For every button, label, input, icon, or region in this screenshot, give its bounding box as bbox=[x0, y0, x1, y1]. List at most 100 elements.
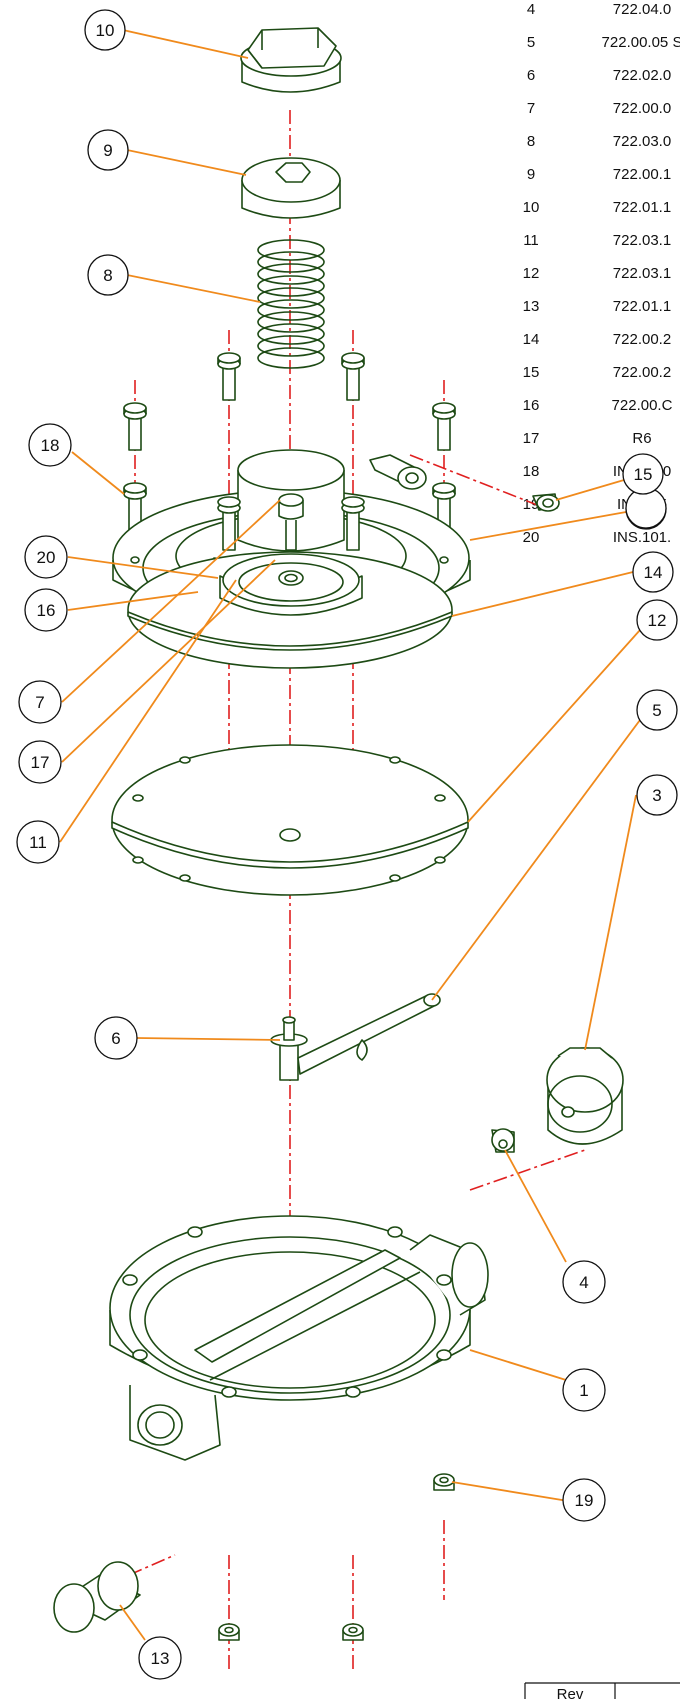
leader-10 bbox=[122, 29, 249, 59]
callout-15-label: 15 bbox=[634, 465, 653, 484]
callout-13: 13 bbox=[138, 1636, 182, 1680]
parts-list-item-number: 7 bbox=[527, 100, 535, 117]
leader-lines bbox=[59, 29, 641, 1641]
plug-axis-right bbox=[469, 1149, 586, 1191]
parts-list-row: 10 722.01.1 bbox=[523, 199, 672, 216]
part-3-regulator-plug bbox=[546, 1047, 624, 1145]
parts-list-row: 17 R6 bbox=[523, 430, 652, 447]
callout-14-label: 14 bbox=[644, 563, 663, 582]
parts-list-item-number: 18 bbox=[523, 463, 540, 480]
parts-list-part-number: 722.00.05 S bbox=[602, 34, 680, 51]
parts-list-part-number: 722.00.2 bbox=[613, 364, 671, 381]
part-10-hex-cap bbox=[240, 27, 342, 93]
callout-19: 19 bbox=[562, 1478, 606, 1522]
callout-5-label: 5 bbox=[652, 701, 661, 720]
parts-list-part-number: 722.01.1 bbox=[613, 199, 671, 216]
parts-list-part-number: 722.00.C bbox=[612, 397, 673, 414]
part-5-lever-arm bbox=[297, 993, 441, 1075]
callout-16-label: 16 bbox=[37, 601, 56, 620]
parts-list-item-number: 6 bbox=[527, 67, 535, 84]
leader-4 bbox=[504, 1149, 567, 1263]
leader-8 bbox=[126, 274, 261, 303]
part-9-adjuster-nut bbox=[241, 157, 341, 219]
callout-balloons: 10 9 8 18 20 16 7 17 11 2 6 14 12 5 3 4 … bbox=[16, 9, 678, 1680]
bolt-left-outer-upper bbox=[123, 402, 147, 451]
part-7-screw bbox=[278, 493, 304, 551]
parts-list-item-number: 5 bbox=[527, 34, 535, 51]
parts-list-item-number: 10 bbox=[523, 199, 540, 216]
bolt-right-outer-upper bbox=[432, 402, 456, 451]
callout-19-label: 19 bbox=[575, 1491, 594, 1510]
callout-15-balloon: 15 bbox=[622, 453, 664, 495]
parts-list-item-number: 8 bbox=[527, 133, 535, 150]
leader-17 bbox=[61, 559, 276, 763]
leader-14 bbox=[451, 571, 634, 617]
callout-8: 8 bbox=[87, 254, 129, 296]
parts-list-item-number: 20 bbox=[523, 529, 540, 546]
parts-list-row: 5 722.00.05 S bbox=[527, 34, 680, 51]
parts-list-part-number: 722.01.1 bbox=[613, 298, 671, 315]
callout-5: 5 bbox=[636, 689, 678, 731]
parts-list-part-number: 722.04.0 bbox=[613, 1, 671, 18]
parts-list-part-number: 722.03.1 bbox=[613, 232, 671, 249]
part-8-spring bbox=[257, 239, 325, 369]
callout-18-label: 18 bbox=[41, 436, 60, 455]
parts-list-item-number: 16 bbox=[523, 397, 540, 414]
part-19-nuts bbox=[218, 1473, 455, 1641]
part-15-port-plug bbox=[532, 493, 560, 512]
callout-13-label: 13 bbox=[151, 1649, 170, 1668]
callout-3: 3 bbox=[636, 774, 678, 816]
parts-list-row: 20 INS.101. bbox=[523, 529, 672, 546]
callout-18: 18 bbox=[28, 423, 72, 467]
part-1-valve-body bbox=[109, 1215, 489, 1461]
parts-list-item-number: 12 bbox=[523, 265, 540, 282]
leader-12 bbox=[467, 629, 641, 823]
parts-list-part-number: 722.02.0 bbox=[613, 67, 671, 84]
leader-1 bbox=[469, 1349, 567, 1381]
callout-10: 10 bbox=[84, 9, 126, 51]
callout-8-label: 8 bbox=[103, 266, 112, 285]
bolt-right-inner-upper bbox=[341, 352, 365, 401]
part-12-diaphragm bbox=[111, 744, 469, 896]
leader-5 bbox=[431, 719, 641, 1001]
callout-14: 14 bbox=[632, 551, 674, 593]
callout-4-label: 4 bbox=[579, 1273, 588, 1292]
callout-11-label: 11 bbox=[29, 833, 47, 852]
leader-2 bbox=[469, 511, 627, 541]
callout-3-label: 3 bbox=[652, 786, 661, 805]
callout-7: 7 bbox=[18, 680, 62, 724]
leader-18 bbox=[71, 451, 125, 495]
parts-list-part-number: 722.03.0 bbox=[613, 133, 671, 150]
leader-13 bbox=[119, 1604, 146, 1641]
parts-list-item-number: 14 bbox=[523, 331, 540, 348]
parts-list-part-number: 722.00.1 bbox=[613, 166, 671, 183]
leader-9 bbox=[126, 149, 247, 176]
leader-3 bbox=[584, 794, 637, 1051]
leader-19 bbox=[451, 1481, 569, 1502]
callout-1: 1 bbox=[562, 1368, 606, 1412]
parts-list-part-number: R6 bbox=[632, 430, 651, 447]
callout-16: 16 bbox=[24, 588, 68, 632]
callout-20: 20 bbox=[24, 535, 68, 579]
leader-15 bbox=[555, 479, 625, 501]
parts-geometry bbox=[53, 27, 624, 1641]
callout-4: 4 bbox=[562, 1260, 606, 1304]
parts-list-row: 16 722.00.C bbox=[523, 397, 673, 414]
leader-6 bbox=[136, 1037, 281, 1041]
parts-list-part-number: INS.101. bbox=[613, 529, 671, 546]
title-block: Rev bbox=[524, 1682, 680, 1699]
part-13-inlet-sleeve bbox=[53, 1561, 141, 1633]
nut-mid bbox=[342, 1623, 364, 1641]
part-18-bolts bbox=[123, 352, 456, 531]
parts-list-row: 8 722.03.0 bbox=[527, 133, 671, 150]
callout-6-label: 6 bbox=[111, 1029, 120, 1048]
parts-list-item-number: 17 bbox=[523, 430, 540, 447]
parts-list-item-number: 4 bbox=[527, 1, 535, 18]
